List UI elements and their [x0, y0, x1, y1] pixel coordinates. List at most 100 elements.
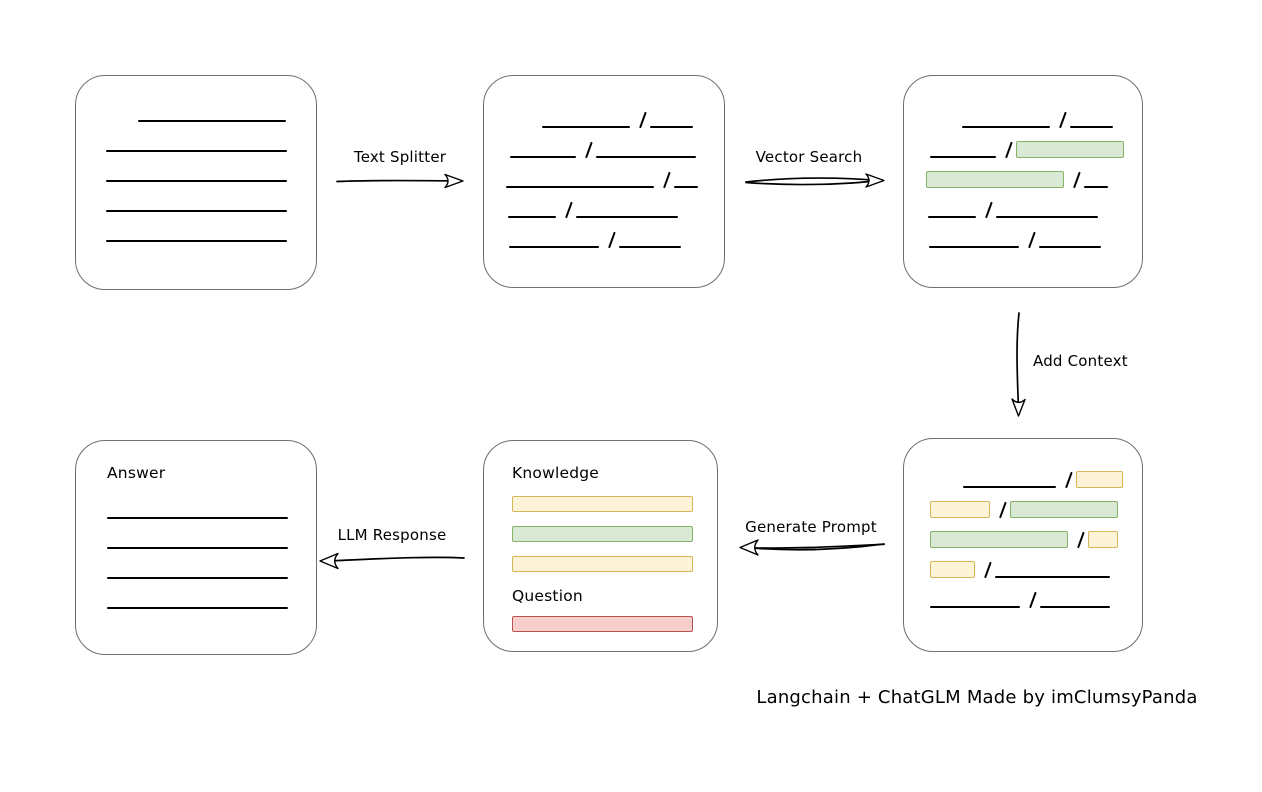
- slash-separator: [639, 111, 647, 129]
- slash-separator: [1005, 141, 1013, 159]
- question-label: Question: [512, 587, 583, 605]
- text-line: [963, 486, 1056, 488]
- vector-search-result-chunks: [926, 108, 1142, 249]
- knowledge-bar-yellow: [512, 556, 693, 572]
- question-bar-red: [512, 616, 693, 632]
- chunk-row: [106, 132, 316, 152]
- chunk-row: [106, 222, 316, 242]
- generate-prompt-arrowhead-icon: [739, 539, 759, 556]
- llm-response-arrowhead-icon: [319, 552, 339, 570]
- text-line: [106, 240, 287, 242]
- text-line: [1084, 186, 1108, 188]
- chunk-row: [928, 198, 1142, 219]
- vector-search-arrow-line-top: [745, 177, 879, 183]
- caption: Langchain + ChatGLM Made by imClumsyPand…: [756, 687, 1198, 708]
- answer-line-row: [107, 559, 316, 579]
- slash-separator: [1073, 171, 1081, 189]
- question-bar-wrap: [512, 616, 717, 632]
- text-line: [674, 186, 698, 188]
- slash-separator: [608, 231, 616, 249]
- text-line: [107, 607, 288, 609]
- slash-separator: [1065, 471, 1073, 489]
- highlighted-chunk-yellow: [930, 561, 975, 578]
- text-line: [506, 186, 654, 188]
- text-line: [510, 156, 576, 158]
- text-line: [1070, 126, 1113, 128]
- answer-label: Answer: [107, 464, 166, 482]
- chunk-row: [138, 102, 316, 122]
- text-line: [928, 216, 976, 218]
- add-context-label: Add Context: [1033, 352, 1128, 370]
- text-line: [508, 216, 556, 218]
- vector-search-arrow: [745, 173, 885, 188]
- slash-separator: [985, 201, 993, 219]
- text-line: [995, 576, 1110, 578]
- highlighted-chunk-yellow: [930, 501, 990, 518]
- add-context-arrowhead-icon: [1011, 398, 1026, 417]
- document-node: [75, 75, 317, 290]
- slash-separator: [984, 561, 992, 579]
- text-line: [996, 216, 1098, 218]
- chunk-row: [106, 192, 316, 212]
- text-line: [106, 180, 287, 182]
- llm-response-arrow: [319, 552, 465, 570]
- text-line: [107, 517, 288, 519]
- chunk-row: [926, 168, 1142, 189]
- slash-separator: [999, 501, 1007, 519]
- slash-separator: [585, 141, 593, 159]
- text-line: [962, 126, 1050, 128]
- chunk-row: [930, 498, 1142, 519]
- text-line: [596, 156, 696, 158]
- slash-separator: [663, 171, 671, 189]
- chunk-row: [106, 162, 316, 182]
- chunk-row: [929, 228, 1142, 249]
- split-text-node: [483, 75, 725, 288]
- text-line: [650, 126, 693, 128]
- slash-separator: [1077, 531, 1085, 549]
- highlighted-chunk-green: [1010, 501, 1118, 518]
- knowledge-bar-yellow: [512, 496, 693, 512]
- knowledge-label: Knowledge: [512, 464, 600, 482]
- answer-line-row: [107, 529, 316, 549]
- text-line: [619, 246, 681, 248]
- text-line: [138, 120, 286, 122]
- generate-prompt-arrow: [739, 539, 885, 556]
- slash-separator: [565, 201, 573, 219]
- chunk-row: [930, 588, 1142, 609]
- document-text-lines: [106, 102, 316, 242]
- chunk-row: [930, 138, 1142, 159]
- chunk-row: [962, 108, 1142, 129]
- highlighted-chunk-green: [926, 171, 1064, 188]
- highlighted-chunk-yellow: [1076, 471, 1123, 488]
- answer-text-lines: [107, 499, 316, 609]
- generate-prompt-label: Generate Prompt: [745, 518, 877, 536]
- text-line: [107, 577, 288, 579]
- add-context-arrow: [1011, 312, 1026, 417]
- text-line: [106, 150, 287, 152]
- chunk-row: [963, 468, 1142, 489]
- text-line: [929, 246, 1019, 248]
- text-line: [930, 606, 1020, 608]
- context-node: [903, 438, 1143, 652]
- vector-search-arrow-line-bottom: [745, 179, 879, 186]
- chunk-row: [930, 558, 1142, 579]
- slash-separator: [1029, 591, 1037, 609]
- text-line: [106, 210, 287, 212]
- chunk-row: [930, 528, 1142, 549]
- vector-search-arrowhead-icon: [865, 173, 885, 188]
- answer-line-row: [107, 499, 316, 519]
- llm-response-arrow-line: [325, 556, 465, 562]
- split-text-chunks: [506, 108, 724, 249]
- text-line: [509, 246, 599, 248]
- highlighted-chunk-green: [1016, 141, 1124, 158]
- chunk-row: [506, 168, 724, 189]
- text-splitter-arrow: [336, 173, 464, 189]
- text-splitter-arrow-line: [336, 179, 458, 183]
- text-line: [930, 156, 996, 158]
- add-context-arrow-line: [1016, 312, 1020, 410]
- text-splitter-label: Text Splitter: [353, 148, 447, 166]
- vector-search-result-node: [903, 75, 1143, 288]
- highlighted-chunk-green: [930, 531, 1068, 548]
- knowledge-bar-green: [512, 526, 693, 542]
